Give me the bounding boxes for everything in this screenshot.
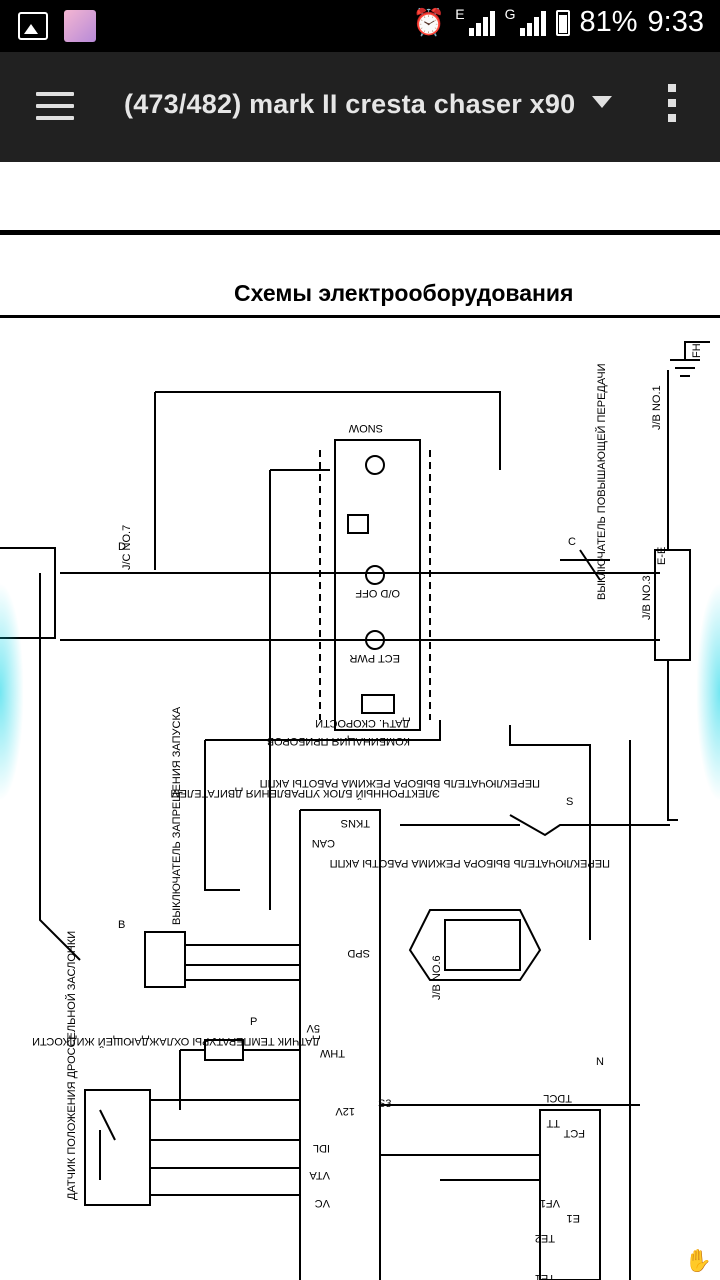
battery-level: 81% [579,6,638,38]
n-label: N [596,1056,604,1068]
wire [39,573,81,961]
sensor-icon [361,694,395,714]
vf1-label: VF1 [540,1197,560,1209]
wire [60,572,660,641]
s-label: S [566,796,573,808]
page-edge-indicator-left [0,582,24,802]
overdrive-switch-label: ВЫКЛЮЧАТЕЛЬ ПОВЫШАЮЩЕЙ ПЕРЕДАЧИ [595,363,608,600]
signal-icon-2 [519,10,546,36]
network-label: E [455,6,465,22]
ee-label: E-E [656,547,668,565]
can-label: CAN [312,837,335,849]
lamp-icon [365,630,385,650]
switch-icon [560,549,610,581]
c-label: C [568,536,576,548]
coolant-temp-label: ДАТЧИК ТЕМПЕРАТУРЫ ОХЛАЖДАЮЩЕЙ ЖИДКОСТИ [32,1035,320,1048]
tdcl-box [539,1109,601,1280]
te1-label: TE1 [535,1272,555,1280]
fct-label: FCT [563,1127,585,1139]
mode-switch-2-label: ПЕРЕКЛЮЧАТЕЛЬ ВЫБОРА РЕЖИМА РАБОТЫ АКПП [260,777,540,789]
jb3-label: J/B NO.3 [641,575,653,620]
snow-label: SNOW [348,422,383,434]
p-label: P [250,1016,257,1028]
wire [154,391,501,910]
alarm-icon: ⏰ [412,7,446,37]
wire [204,720,441,891]
vc-label: VC [315,1197,330,1209]
app-bar: (473/482) mark II cresta chaser x90 [0,52,720,162]
tkns-label: TKNS [341,817,370,829]
wire [150,1099,300,1196]
tdcl-label: TDCL [543,1092,572,1104]
jc-no7-label: J/C NO.7 [121,525,133,570]
component-box [0,547,56,639]
wire [400,814,670,837]
throttle-sensor-box [84,1089,151,1206]
te2-label: TE2 [535,1232,555,1244]
hand-icon[interactable]: ✋ [684,1248,712,1273]
b-label: B [118,919,125,931]
junction-box-jb3 [654,549,691,661]
status-bar: ⏰ E G 81% 9:33 [0,0,720,52]
signal-icon [468,10,495,36]
menu-icon[interactable] [36,92,74,122]
page-edge-indicator-right [696,582,720,802]
combo-panel-box [334,439,421,731]
d-label: D [118,541,126,553]
page-heading: Схемы электрооборудования [234,280,574,306]
e1-label: E1 [567,1212,580,1224]
combo-panel-label: КОМБИНАЦИЯ ПРИБОРОВ [267,735,410,747]
wire [509,725,631,1280]
wire [667,370,678,821]
jb1-label: J/B NO.1 [651,385,663,430]
jb6-label: J/B NO.6 [431,955,443,1000]
speed-sensor-label: ДАТЧ. СКОРОСТИ [315,717,410,729]
connector-block [408,909,542,981]
s3-label: S3 [378,1098,391,1110]
5v-label: 5V [306,1022,320,1034]
12v-label: 12V [335,1105,355,1117]
connector-dashed [319,450,431,720]
battery-icon [555,9,570,36]
ecu-label: ЭЛЕКТРОННЫЙ БЛОК УПРАВЛЕНИЯ ДВИГАТЕЛЕМ [170,787,440,800]
wire [380,1104,640,1181]
more-vert-icon[interactable] [664,84,680,130]
wire [185,944,300,981]
ground-icon [670,341,710,377]
thw-label: THW [319,1047,345,1059]
resistor-icon [347,514,369,534]
start-inhibit-label: ВЫКЛЮЧАТЕЛЬ ЗАПРЕЩЕНИЯ ЗАПУСКА [171,706,183,925]
page-top-rule [0,230,720,235]
gallery-icon [18,12,48,40]
idl-label: IDL [313,1142,330,1154]
vta-label: VTA [309,1169,330,1181]
jb6-block [444,919,521,971]
document-title[interactable]: (473/482) mark II cresta chaser x90 [124,89,576,119]
heading-rule [0,315,720,318]
wiring-diagram: SNOW O/D OFF ECT PWR ДАТЧ. СКОРОСТИ КОМБ… [0,341,710,1280]
document-page[interactable]: Схемы электрооборудования [0,162,720,1280]
clock: 9:33 [647,6,704,38]
sensor-contact-icon [99,1109,116,1180]
ecu-box [299,809,381,1280]
start-inhibit-box [144,931,186,988]
mode-switch-label: ПЕРЕКЛЮЧАТЕЛЬ ВЫБОРА РЕЖИМА РАБОТЫ АКПП [330,857,610,869]
fh-label: FH [691,343,703,358]
avatar-icon [64,10,96,42]
lamp-icon [365,565,385,585]
network-label-2: G [504,6,516,22]
lamp-icon [365,455,385,475]
od-off-label: O/D OFF [355,587,400,599]
tt-label: TT [546,1117,560,1129]
throttle-pos-label: ДАТЧИК ПОЛОЖЕНИЯ ДРОССЕЛЬНОЙ ЗАСЛОНКИ [65,931,78,1200]
chevron-down-icon[interactable] [592,96,612,108]
ect-pwr-label: ECT PWR [349,652,400,664]
spd-label: SPD [347,947,370,959]
